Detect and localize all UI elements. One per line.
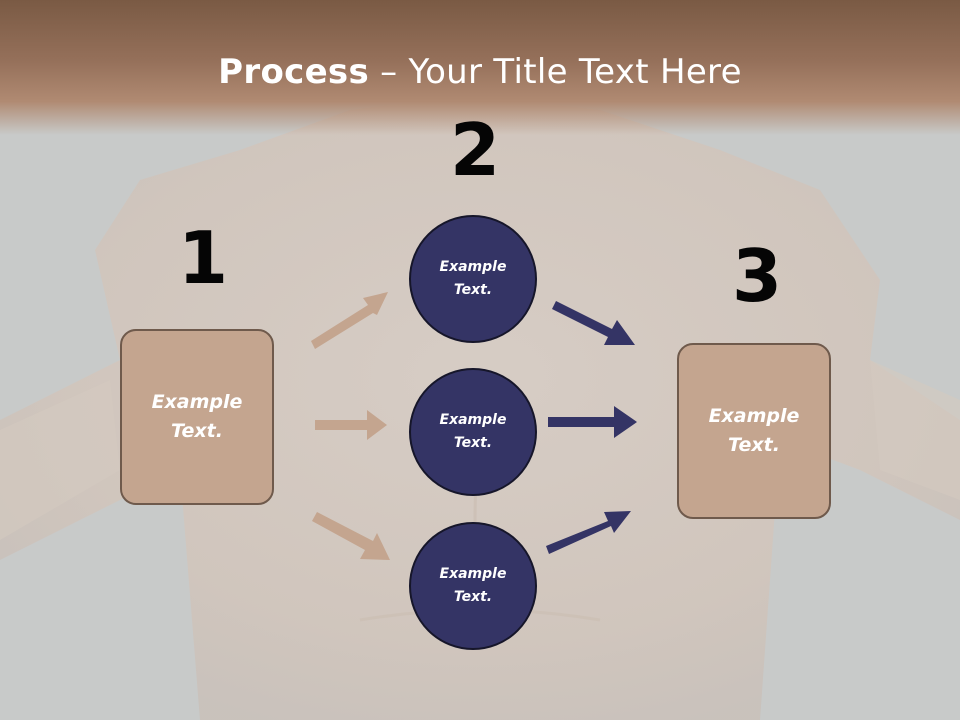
step-3-box-text: Example Text. — [708, 405, 800, 456]
title-rest: – Your Title Text Here — [369, 52, 742, 92]
arrow-up-right — [546, 511, 631, 554]
title-band — [0, 0, 960, 135]
step-number-2: 2 — [450, 108, 501, 192]
slide-title: Process – Your Title Text Here — [0, 52, 960, 92]
circle-top: Example Text. — [409, 215, 537, 343]
step-number-3: 3 — [732, 234, 783, 318]
step-number-1: 1 — [178, 216, 229, 300]
circle-bottom-text: Example Text. — [439, 566, 507, 605]
circle-bottom: Example Text. — [409, 522, 537, 650]
step-1-box-text: Example Text. — [151, 391, 243, 442]
right-arrows — [546, 301, 637, 554]
step-1-box: Example Text. — [120, 329, 274, 505]
arrow-down-right — [552, 301, 635, 345]
left-arrows — [311, 292, 390, 560]
title-strong: Process — [218, 52, 370, 92]
circle-middle-text: Example Text. — [439, 412, 507, 451]
arrow-straight-left — [315, 410, 387, 440]
arrow-straight-right — [548, 406, 637, 438]
arrow-down-left — [312, 512, 390, 560]
step-3-box: Example Text. — [677, 343, 831, 519]
circle-top-text: Example Text. — [439, 259, 507, 298]
arrow-up-left — [311, 292, 388, 349]
circle-middle: Example Text. — [409, 368, 537, 496]
